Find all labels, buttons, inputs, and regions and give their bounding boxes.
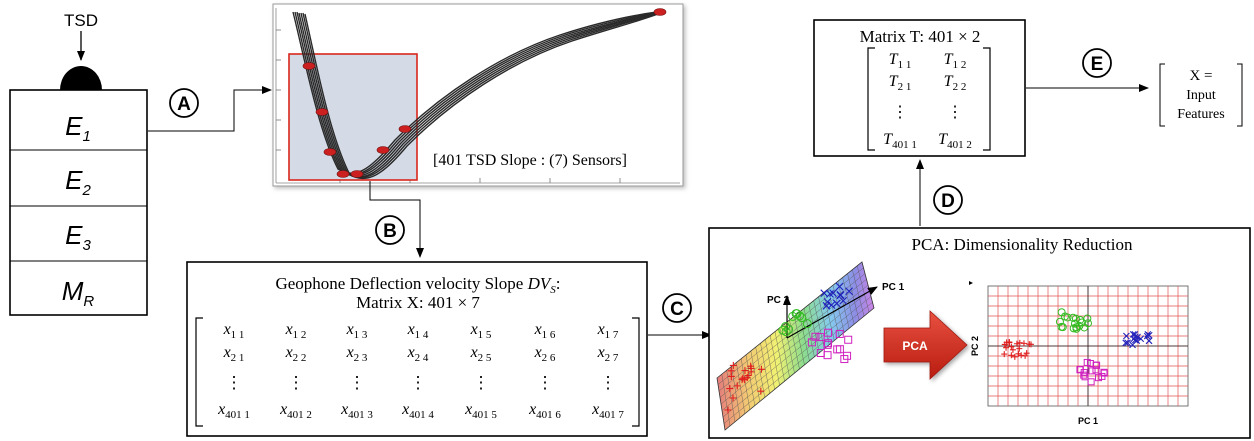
matrix-x-cell: x2 5 xyxy=(470,344,492,364)
pca-input-points xyxy=(724,282,853,414)
connector-b: B xyxy=(369,181,424,258)
matrix-x-cell: x2 7 xyxy=(597,344,619,364)
matrix-t-cell: T1 2 xyxy=(944,51,967,71)
matrix-t-right-bracket xyxy=(983,47,991,151)
matrix-x-cell: x2 3 xyxy=(346,344,368,364)
matrix-x-cell: x1 7 xyxy=(597,321,619,341)
input-features-line1: X = xyxy=(1189,68,1212,84)
pca-arrow-label: PCA xyxy=(902,339,928,353)
step-a-label: A xyxy=(177,94,191,115)
input-features: X = Input Features xyxy=(1159,63,1243,127)
sensor-markers xyxy=(302,8,667,178)
matrix-t-cell: T2 2 xyxy=(944,73,967,93)
pca-title: PCA: Dimensionality Reduction xyxy=(912,235,1133,254)
matrix-x-cell: x1 2 xyxy=(285,321,307,341)
result-ylabel: PC 2 xyxy=(970,336,980,356)
pca-result-plot: PC 1 PC 2 xyxy=(969,281,1189,426)
matrix-t-left-bracket xyxy=(867,47,875,151)
slope-plot-caption: [401 TSD Slope : (7) Sensors] xyxy=(433,152,627,169)
matrix-x-ellipsis: ⋮ xyxy=(473,373,490,392)
step-d-label: D xyxy=(941,191,955,212)
step-e-circle xyxy=(1082,48,1112,78)
pavement-layers: E1 E2 E3 MR xyxy=(9,89,148,316)
result-xlabel: PC 1 xyxy=(1078,416,1098,426)
matrix-t-ellipsis: ⋮ xyxy=(947,104,963,121)
matrix-x-right-bracket xyxy=(632,317,640,427)
matrix-x-cell: x1 1 xyxy=(223,321,245,341)
matrix-x-cell: x401 6 xyxy=(528,401,561,421)
matrix-t-cell: T401 1 xyxy=(883,131,917,151)
matrix-x-cell: x401 4 xyxy=(401,401,434,421)
matrix-x-cell: x1 5 xyxy=(470,321,492,341)
tsd-label: TSD xyxy=(64,11,98,30)
slope-plot: [401 TSD Slope : (7) Sensors] xyxy=(272,3,684,187)
matrix-x-cell: x2 6 xyxy=(534,344,556,364)
pc2-axis-label: PC 2 xyxy=(767,295,790,306)
pca-transform-arrow: PCA xyxy=(883,310,968,380)
pc1-axis-label: PC 1 xyxy=(882,282,905,293)
load-plate-icon xyxy=(60,66,102,90)
matrix-x-cell: x401 5 xyxy=(464,401,497,421)
layer-mr: MR xyxy=(62,276,95,310)
matrix-x-cell: x1 3 xyxy=(346,321,368,341)
pca-output-points xyxy=(1001,308,1153,386)
layer-e2: E2 xyxy=(65,165,91,199)
connector-d: D xyxy=(916,159,963,226)
matrix-t-title: Matrix T: 401 × 2 xyxy=(860,27,981,46)
matrix-x-cell: x2 2 xyxy=(285,344,307,364)
matrix-x-box: Geophone Deflection velocity Slope DVS: … xyxy=(186,261,648,437)
connector-c: C xyxy=(648,293,712,339)
matrix-x-cell: x2 4 xyxy=(407,344,429,364)
matrix-x-left-bracket xyxy=(195,317,203,427)
step-b-label: B xyxy=(383,221,397,242)
step-e-label: E xyxy=(1091,54,1104,75)
matrix-t-cell: T2 1 xyxy=(889,73,912,93)
connector-e: E xyxy=(1026,48,1149,92)
connector-a: A xyxy=(148,86,272,132)
pc1-axis xyxy=(786,286,878,339)
pca-panel: PCA: Dimensionality Reduction PC 2 PC 1 … xyxy=(708,227,1251,439)
matrix-x-cell: x401 3 xyxy=(340,401,373,421)
matrix-x-ellipsis: ⋮ xyxy=(410,373,427,392)
layer-e3: E3 xyxy=(65,220,91,254)
input-features-line3: Features xyxy=(1177,107,1224,122)
input-features-line2: Input xyxy=(1186,88,1216,103)
matrix-x-ellipsis: ⋮ xyxy=(226,373,243,392)
matrix-x-cells: x1 1 x1 2 x1 3 x1 4 x1 5 x1 6 x1 7 x2 1 x2 2 x2 3… xyxy=(217,321,624,421)
layer-e1: E1 xyxy=(65,111,91,145)
matrix-x-title-line1: Geophone Deflection velocity Slope DVS: xyxy=(275,274,560,296)
matrix-t-box: Matrix T: 401 × 2 T1 1 T1 2 T2 1 T2 2 ⋮ ⋮ T401… xyxy=(813,19,1026,157)
matrix-x-cell: x1 6 xyxy=(534,321,556,341)
matrix-x-cell: x401 7 xyxy=(591,401,624,421)
step-a-circle xyxy=(169,88,199,118)
step-c-label: C xyxy=(670,299,684,320)
matrix-t-ellipsis: ⋮ xyxy=(892,104,908,121)
matrix-x-cell: x401 1 xyxy=(217,401,250,421)
matrix-x-ellipsis: ⋮ xyxy=(537,373,554,392)
matrix-t-cell: T1 1 xyxy=(889,51,912,71)
matrix-x-ellipsis: ⋮ xyxy=(288,373,305,392)
step-d-circle xyxy=(933,185,963,215)
matrix-x-title-line2: Matrix X: 401 × 7 xyxy=(356,293,480,312)
matrix-x-cell: x401 2 xyxy=(279,401,312,421)
matrix-x-cell: x2 1 xyxy=(223,344,245,364)
matrix-x-cell: x1 4 xyxy=(407,321,429,341)
slope-curves xyxy=(292,11,664,180)
step-c-circle xyxy=(662,293,692,323)
step-b-circle xyxy=(375,215,405,245)
matrix-t-cell: T401 2 xyxy=(938,131,972,151)
matrix-t-cells: T1 1 T1 2 T2 1 T2 2 ⋮ ⋮ T401 1 T401 2 xyxy=(883,51,972,151)
matrix-x-ellipsis: ⋮ xyxy=(600,373,617,392)
tsd-device: TSD xyxy=(60,11,102,90)
highlight-region xyxy=(288,53,418,181)
matrix-x-ellipsis: ⋮ xyxy=(349,373,366,392)
